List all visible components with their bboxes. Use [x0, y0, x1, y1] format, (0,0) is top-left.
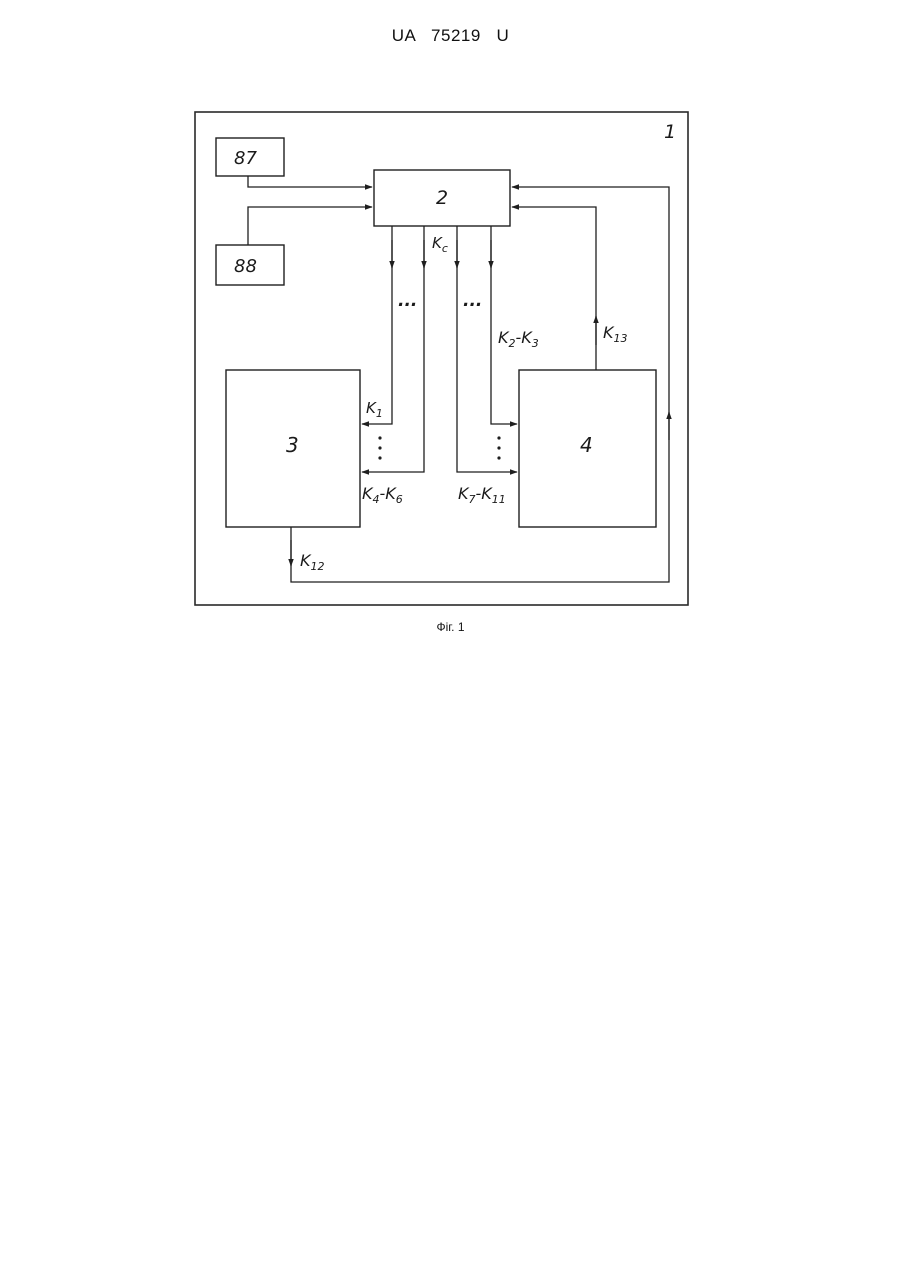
line-k4-k6-to-block-3 — [362, 226, 424, 472]
frame-number: 1 — [664, 121, 676, 143]
line-k1-to-block-3 — [362, 226, 392, 424]
block-3-label: 3 — [286, 433, 299, 457]
figure-caption: Фіг. 1 — [0, 620, 901, 634]
ellipsis-left: ... — [398, 291, 417, 311]
label-k12: K12 — [300, 551, 325, 573]
vertical-ellipsis-left — [378, 436, 381, 459]
label-k1: K1 — [366, 399, 383, 420]
link-88-to-2 — [248, 207, 372, 245]
label-k7-k11: K7-K11 — [458, 484, 506, 506]
label-k2-k3: K2-K3 — [498, 328, 539, 350]
label-k13: K13 — [603, 323, 628, 345]
block-2-label: 2 — [436, 187, 448, 209]
vertical-ellipsis-right — [497, 436, 500, 459]
label-k4-k6: K4-K6 — [362, 484, 403, 506]
label-kc: Kc — [432, 234, 448, 255]
block-87-label: 87 — [234, 148, 257, 169]
block-88-label: 88 — [234, 256, 257, 277]
line-k2-k3-to-block-4 — [491, 226, 517, 424]
ellipsis-right: ... — [463, 291, 482, 311]
block-4-label: 4 — [580, 433, 593, 457]
link-87-to-2 — [248, 176, 372, 187]
